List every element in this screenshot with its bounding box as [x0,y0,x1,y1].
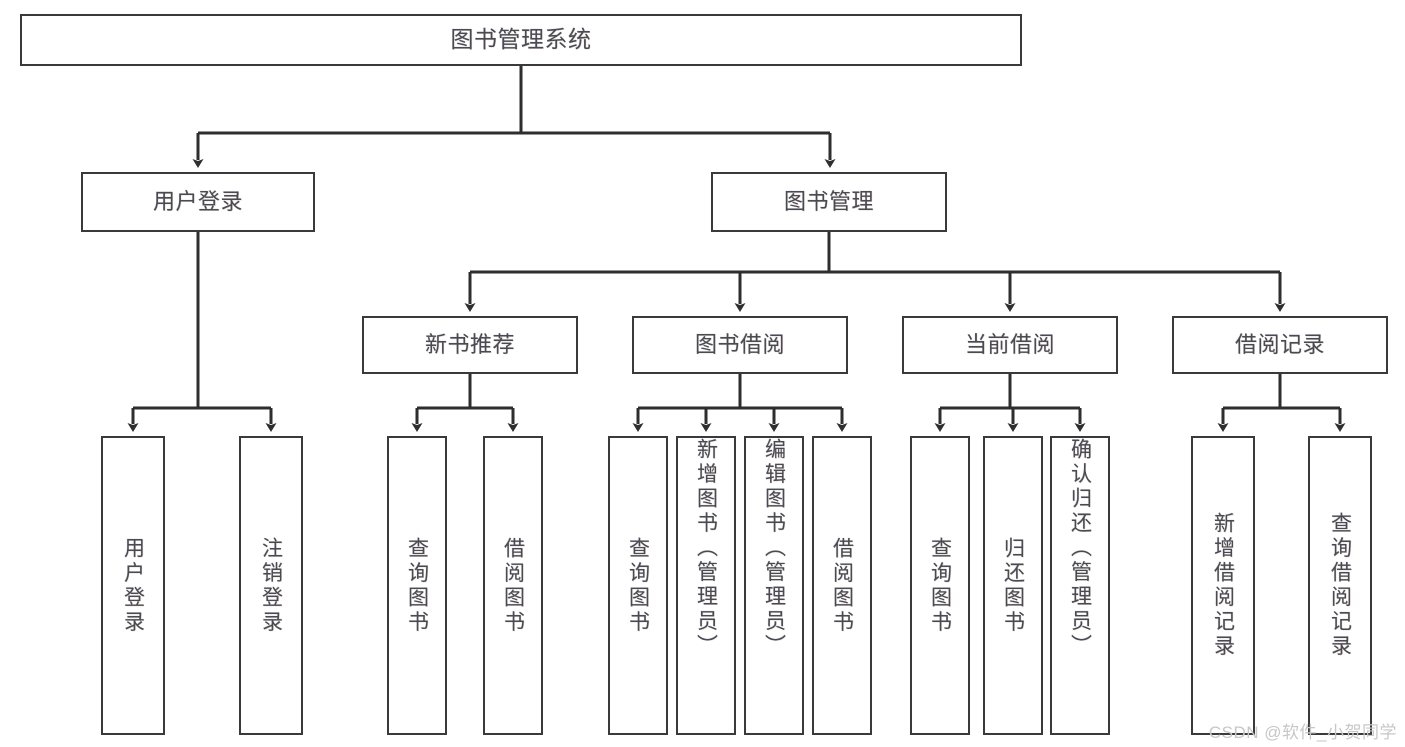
leaf-current-query-book[interactable]: 查询图书 [910,436,970,735]
node-book-management[interactable]: 图书管理 [711,172,947,232]
leaf-query-borrow-record-label: 查询借阅记录 [1328,512,1352,659]
leaf-return-book[interactable]: 归还图书 [983,436,1043,735]
node-root-label: 图书管理系统 [450,26,592,53]
leaf-add-borrow-record[interactable]: 新增借阅记录 [1191,436,1255,735]
node-book-borrow-label: 图书借阅 [694,332,785,358]
node-current-borrow[interactable]: 当前借阅 [902,316,1118,374]
leaf-add-book-admin-label: 新增图书（管理员） [694,438,718,659]
node-new-book-recommend-label: 新书推荐 [424,332,515,358]
leaf-user-logout-label: 注销登录 [259,536,283,635]
leaf-recommend-query-book[interactable]: 查询图书 [387,436,447,735]
leaf-return-book-label: 归还图书 [1001,536,1025,635]
leaf-add-borrow-record-label: 新增借阅记录 [1211,512,1235,659]
leaf-recommend-borrow-book-label: 借阅图书 [501,536,525,635]
leaf-user-login[interactable]: 用户登录 [101,436,165,735]
node-borrow-record[interactable]: 借阅记录 [1172,316,1388,374]
leaf-confirm-return-admin[interactable]: 确认归还（管理员） [1050,436,1110,735]
node-borrow-record-label: 借阅记录 [1234,332,1325,358]
leaf-user-logout[interactable]: 注销登录 [239,436,303,735]
node-user-login[interactable]: 用户登录 [81,172,315,232]
leaf-edit-book-admin-label: 编辑图书（管理员） [762,438,786,659]
leaf-query-borrow-record[interactable]: 查询借阅记录 [1308,436,1372,735]
node-new-book-recommend[interactable]: 新书推荐 [362,316,578,374]
leaf-recommend-borrow-book[interactable]: 借阅图书 [483,436,543,735]
leaf-borrow-query-book-label: 查询图书 [626,536,650,635]
node-user-login-label: 用户登录 [152,189,243,215]
leaf-borrow-book-label: 借阅图书 [830,536,854,635]
node-book-borrow[interactable]: 图书借阅 [632,316,848,374]
leaf-confirm-return-admin-label: 确认归还（管理员） [1068,438,1092,659]
leaf-user-login-label: 用户登录 [121,536,145,635]
leaf-borrow-query-book[interactable]: 查询图书 [608,436,668,735]
node-book-management-label: 图书管理 [783,189,874,215]
node-root[interactable]: 图书管理系统 [20,14,1022,66]
leaf-edit-book-admin[interactable]: 编辑图书（管理员） [744,436,804,735]
leaf-current-query-book-label: 查询图书 [928,536,952,635]
leaf-recommend-query-book-label: 查询图书 [405,536,429,635]
watermark: CSDN @软件_小贺同学 [1208,723,1397,742]
leaf-borrow-book[interactable]: 借阅图书 [812,436,872,735]
node-current-borrow-label: 当前借阅 [964,332,1055,358]
leaf-add-book-admin[interactable]: 新增图书（管理员） [676,436,736,735]
